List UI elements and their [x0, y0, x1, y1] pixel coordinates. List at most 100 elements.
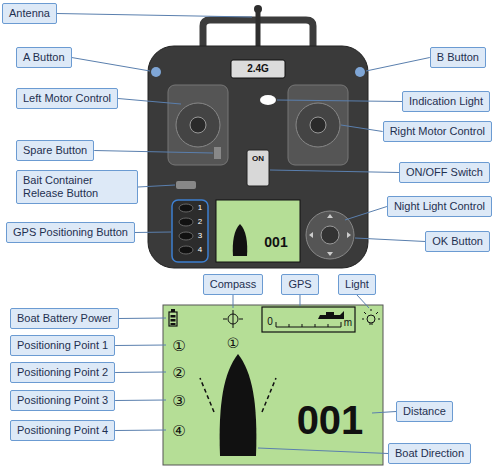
point-marker: ① [172, 338, 185, 353]
button-number: 1 [198, 204, 202, 212]
callout-text: Boat Battery Power [17, 312, 112, 324]
leader-line [270, 170, 399, 173]
indication-light [260, 95, 276, 105]
antenna [256, 10, 261, 50]
callout-box: Positioning Point 4 [10, 420, 115, 441]
leader-line [115, 400, 166, 402]
right-stick [296, 103, 340, 147]
callout-text: Spare Button [23, 144, 87, 156]
point-marker: ① [227, 336, 240, 350]
leader-line [135, 232, 171, 234]
callout-text: Positioning Point 3 [17, 394, 108, 406]
leader-line [258, 448, 388, 454]
on-off-switch [247, 150, 269, 186]
callout-box: Boat Battery Power [10, 308, 119, 329]
callout-box: Distance [396, 401, 453, 422]
callout-text: Right Motor Control [390, 125, 485, 137]
callout-text: Boat Direction [395, 447, 464, 459]
callout-text: B Button [437, 51, 479, 63]
callout-text: Positioning Point 2 [17, 366, 108, 378]
leader-line [115, 345, 166, 347]
callout-text: OK Button [432, 235, 483, 247]
leader-line [233, 295, 234, 308]
a-button [151, 67, 161, 77]
leader-line [72, 58, 150, 72]
callout-text: A Button [23, 51, 65, 63]
callout-text: GPS [288, 278, 311, 290]
boat-direction-icon [220, 354, 257, 456]
callout-box: Bait Container Release Button [16, 170, 138, 204]
button-number: 4 [198, 246, 202, 254]
compass-icon [223, 310, 243, 328]
label-plate [231, 60, 285, 78]
callout-box: Boat Direction [388, 443, 471, 464]
model-label: 2.4G [247, 64, 269, 74]
callout-text: Bait Container Release Button [23, 174, 98, 199]
leader-line [355, 238, 425, 242]
callout-box: Light [338, 274, 376, 295]
callout-text: Light [345, 278, 369, 290]
callout-text: ON/OFF Switch [406, 166, 483, 178]
gps-boat-icon [318, 311, 344, 319]
callout-box: Left Motor Control [16, 88, 118, 109]
leader-line [118, 99, 181, 105]
point-marker: ② [172, 365, 185, 380]
right-stick-knob [310, 117, 326, 133]
leader-line [138, 185, 175, 187]
b-button [355, 67, 365, 77]
bait-release-button [176, 181, 196, 189]
leader-line [372, 412, 396, 414]
scale-label: m [344, 318, 352, 328]
distance-scale [276, 322, 341, 327]
leader-line [94, 151, 213, 154]
callout-box: Spare Button [16, 140, 94, 161]
callout-text: Left Motor Control [23, 92, 111, 104]
controller-body [148, 46, 368, 268]
point-marker: ③ [172, 393, 185, 408]
leader-line [341, 125, 383, 132]
direction-dashes [200, 378, 276, 412]
switch-label: ON [252, 155, 264, 163]
callout-box: GPS [281, 274, 318, 295]
leader-line [57, 14, 252, 18]
ok-button [321, 226, 339, 244]
gps-button [179, 204, 193, 212]
left-stick-knob [190, 117, 206, 133]
callout-text: Positioning Point 1 [17, 339, 108, 351]
distance-readout: 001 [264, 235, 287, 249]
battery-icon [171, 319, 176, 322]
gps-button [179, 218, 193, 226]
battery-icon [171, 323, 176, 325]
scale-label: 0 [267, 317, 273, 327]
callout-box: Right Motor Control [383, 121, 492, 142]
right-stick-housing [288, 85, 348, 165]
left-stick [176, 103, 220, 147]
small-screen [216, 200, 300, 262]
distance-readout: 001 [297, 400, 364, 440]
callout-box: Compass [203, 274, 263, 295]
leader-line [366, 58, 430, 72]
callout-box: ON/OFF Switch [399, 162, 490, 183]
antenna-tip [254, 5, 262, 13]
callout-text: Antenna [9, 7, 50, 19]
callout-text: Distance [403, 405, 446, 417]
callout-text: Compass [210, 278, 256, 290]
button-number: 2 [198, 218, 202, 226]
gps-button [179, 232, 193, 240]
light-icon [362, 309, 380, 324]
callout-box: B Button [430, 47, 486, 68]
callout-text: Positioning Point 4 [17, 424, 108, 436]
gps-icon-frame [262, 307, 355, 332]
battery-icon [169, 312, 177, 326]
leader-line [277, 100, 402, 102]
point-marker: ④ [172, 423, 185, 438]
light-icon [367, 315, 375, 323]
button-number: 3 [198, 232, 202, 240]
leader-line [299, 295, 300, 306]
battery-icon [171, 315, 176, 318]
gps-button [179, 246, 193, 254]
callout-box: Indication Light [402, 91, 490, 112]
small-boat-icon [233, 224, 247, 256]
callout-box: Night Light Control [387, 196, 492, 217]
